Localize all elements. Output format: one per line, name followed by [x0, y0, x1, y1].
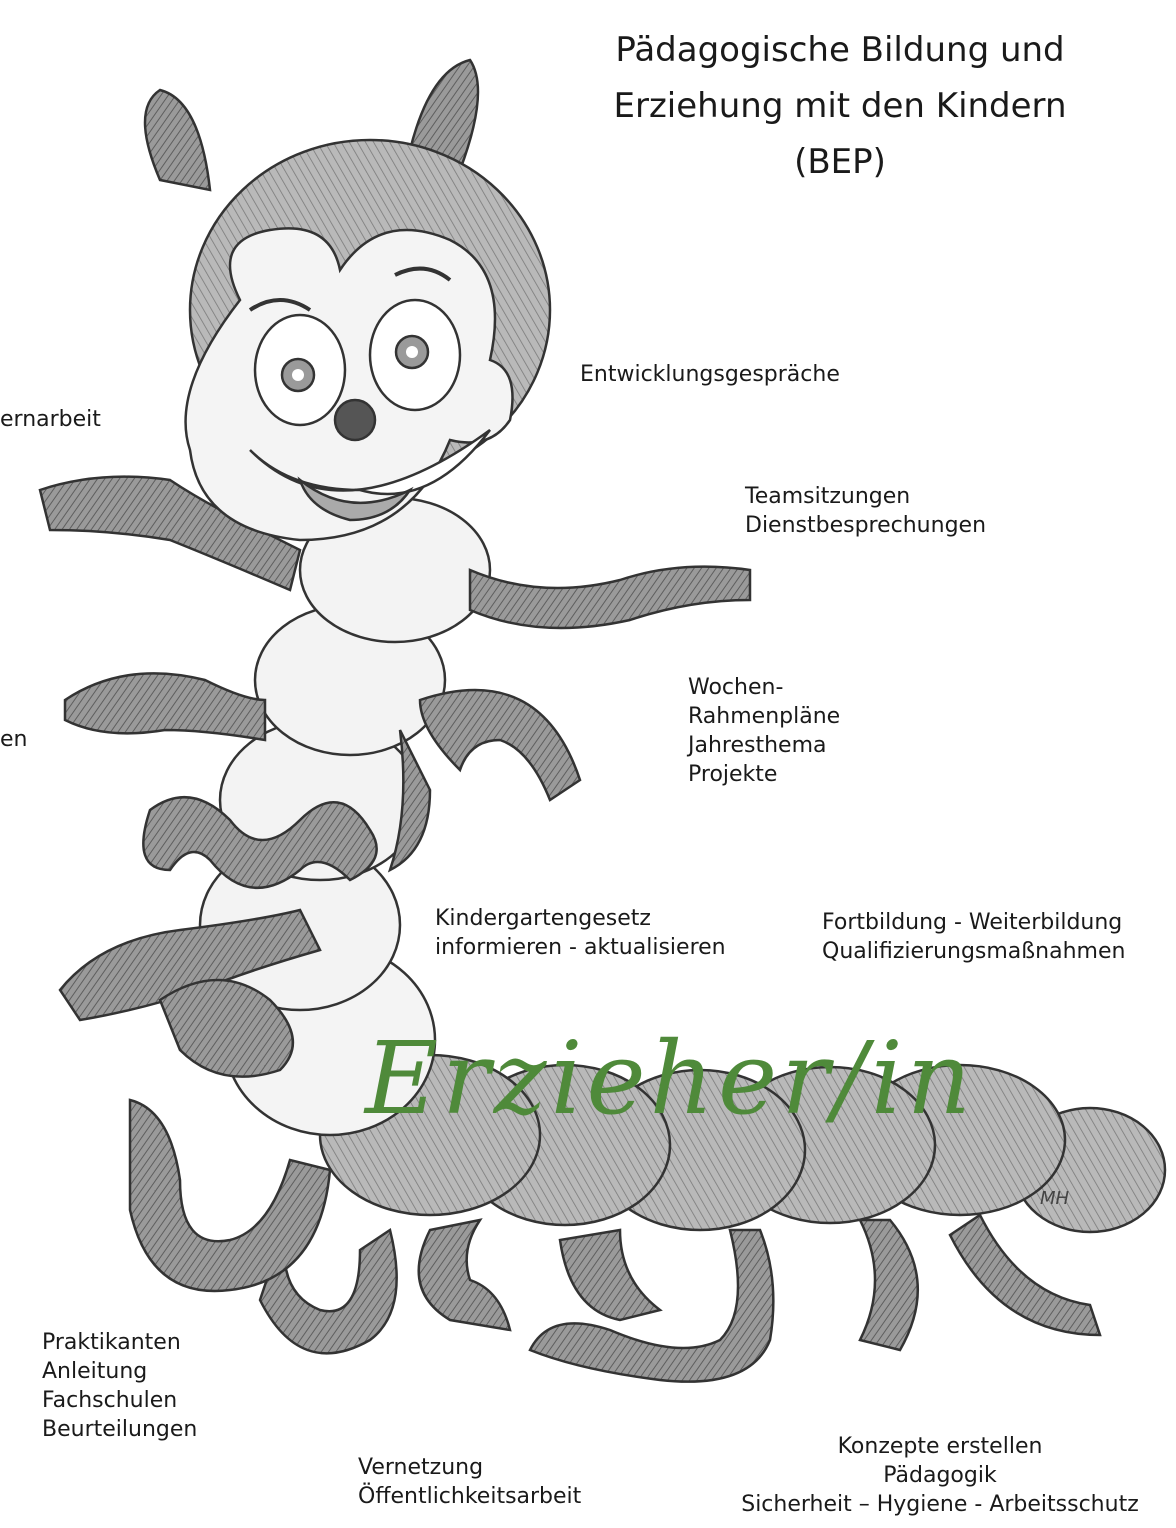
label-teamsitzungen: Teamsitzungen Dienstbesprechungen [745, 482, 986, 540]
label-entwicklungsgespraeche: Entwicklungsgespräche [580, 360, 840, 389]
artist-signature: MH [1040, 1188, 1069, 1209]
caterpillar-head [145, 60, 550, 540]
label-left-cut: en [0, 725, 27, 754]
label-vernetzung: Vernetzung Öffentlichkeitsarbeit [358, 1453, 581, 1511]
label-elternarbeit: ernarbeit [0, 405, 101, 434]
label-praktikanten: Praktikanten Anleitung Fachschulen Beurt… [42, 1328, 197, 1444]
label-fortbildung: Fortbildung - Weiterbildung Qualifizieru… [822, 908, 1125, 966]
label-konzepte: Konzepte erstellen Pädagogik Sicherheit … [710, 1432, 1170, 1519]
main-label-erzieher: Erzieher/in [365, 1020, 975, 1137]
label-wochen-rahmenplaene: Wochen- Rahmenpläne Jahresthema Projekte [688, 673, 840, 789]
page-title: Pädagogische Bildung und Erziehung mit d… [560, 22, 1120, 190]
label-kindergartengesetz: Kindergartengesetz informieren - aktuali… [435, 904, 726, 962]
